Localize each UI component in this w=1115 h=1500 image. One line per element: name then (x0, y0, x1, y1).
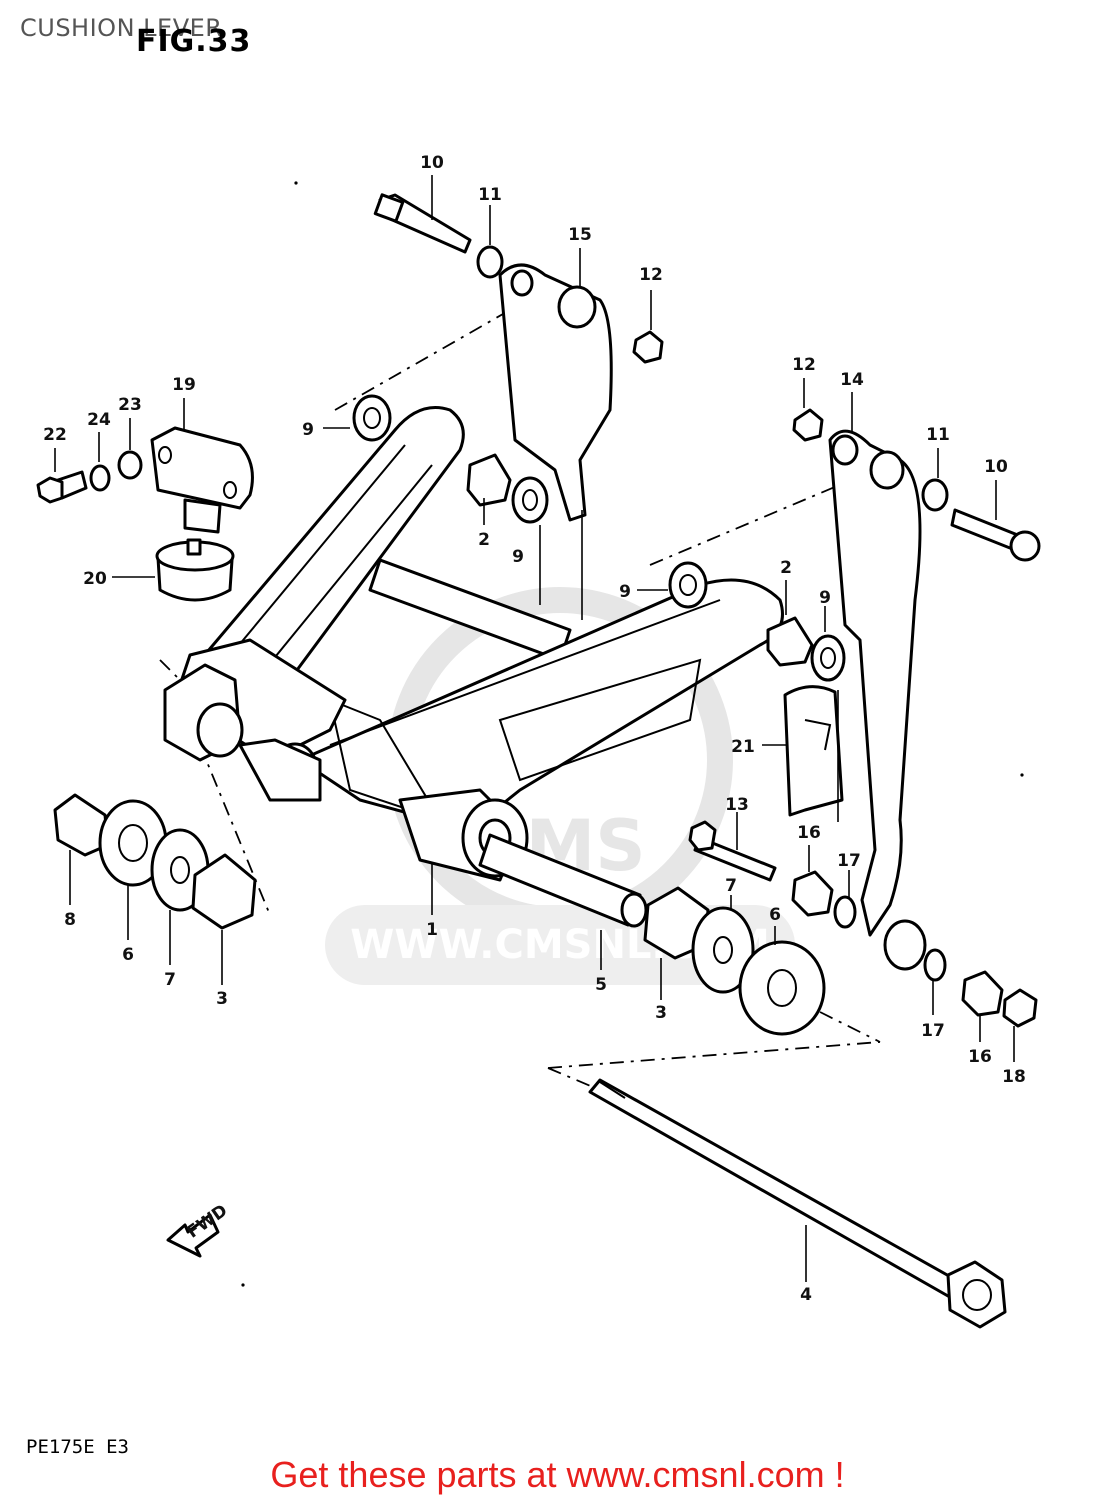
callout-22: 22 (43, 425, 67, 445)
callout-24: 24 (87, 410, 111, 430)
part-7-washer-right-hole (713, 936, 733, 964)
part-19-mount (150, 426, 254, 534)
part-9-spacer-d-hole (820, 647, 836, 669)
callout-14: 14 (840, 370, 864, 390)
callout-21: 21 (731, 737, 755, 757)
part-3-bearing-left (191, 853, 257, 930)
part-4-axle (588, 1078, 1007, 1329)
stray-dot (1020, 773, 1024, 777)
part-2-collar-a (466, 453, 512, 507)
part-6-washer-left-hole (118, 824, 148, 862)
callout-9c: 9 (619, 582, 631, 602)
part-20-rubber-mount (155, 538, 235, 602)
callout-12a: 12 (639, 265, 663, 285)
callout-17a: 17 (837, 851, 861, 871)
callout-1: 1 (426, 920, 438, 940)
part-6-washer-right-hole (767, 969, 797, 1007)
footer-cta[interactable]: Get these parts at www.cmsnl.com ! (270, 1454, 845, 1495)
callout-3a: 3 (216, 989, 228, 1009)
callout-17b: 17 (921, 1021, 945, 1041)
callout-10a: 10 (420, 153, 444, 173)
part-11-washer-top (476, 245, 504, 279)
part-9-spacer-a-hole (363, 407, 381, 429)
part-11-washer-right (921, 478, 949, 512)
callout-4: 4 (800, 1285, 812, 1305)
callout-7a: 7 (725, 876, 737, 896)
part-12-nut-top (632, 330, 664, 364)
part-17-ring-b (923, 948, 947, 982)
model-code: PE175E E3 (26, 1436, 129, 1458)
callout-16a: 16 (797, 823, 821, 843)
callout-9d: 9 (819, 588, 831, 608)
part-14-bracket (828, 429, 927, 971)
part-9-spacer-a (352, 394, 392, 442)
stray-dot (241, 1283, 245, 1287)
page-title: CUSHION LEVER (20, 14, 223, 42)
part-7-washer-left-hole (170, 856, 190, 884)
callout-19: 19 (172, 375, 196, 395)
part-21-sleeve (783, 685, 844, 817)
callout-23: 23 (118, 395, 142, 415)
callout-16b: 16 (968, 1047, 992, 1067)
part-16-collar-a (791, 870, 834, 917)
part-7-washer-right (691, 906, 755, 994)
part-12-nut-right (792, 408, 824, 442)
part-9-spacer-b (511, 476, 549, 524)
part-15-bracket (498, 263, 613, 522)
callout-6b: 6 (122, 945, 134, 965)
part-17-ring-a (833, 895, 857, 929)
stray-dot (294, 181, 298, 185)
callout-2a: 2 (478, 530, 490, 550)
callout-9b: 9 (512, 547, 524, 567)
callout-2b: 2 (780, 558, 792, 578)
part-16-collar-b (961, 970, 1004, 1017)
callout-11b: 11 (926, 425, 950, 445)
part-23-washer (117, 450, 143, 480)
part-9-spacer-c (668, 561, 708, 609)
part-9-spacer-c-hole (679, 574, 697, 596)
callout-8: 8 (64, 910, 76, 930)
callout-15: 15 (568, 225, 592, 245)
callout-5: 5 (595, 975, 607, 995)
part-24-washer (89, 464, 111, 492)
callout-10b: 10 (984, 457, 1008, 477)
fwd-direction-marker: FWD (166, 1201, 231, 1258)
callout-6a: 6 (769, 905, 781, 925)
part-10-bolt-right (950, 508, 1041, 562)
callout-20: 20 (83, 569, 107, 589)
callout-9a: 9 (302, 420, 314, 440)
part-2-collar-b (766, 616, 814, 667)
figure-label: FIG.33 (136, 24, 252, 59)
callouts: 10 11 15 12 12 14 11 10 19 23 24 22 9 2 … (43, 153, 1026, 1305)
leader-lines (54, 175, 1015, 1282)
callout-3b: 3 (655, 1003, 667, 1023)
part-13-bolt (688, 820, 777, 882)
part-6-washer-right (738, 940, 826, 1036)
part-22-bolt (36, 470, 88, 504)
part-18-nut (1002, 988, 1038, 1028)
callout-12b: 12 (792, 355, 816, 375)
callout-7b: 7 (164, 970, 176, 990)
callout-18: 18 (1002, 1067, 1026, 1087)
part-5-shaft (478, 833, 648, 928)
part-9-spacer-d (810, 634, 846, 682)
part-9-spacer-b-hole (522, 489, 538, 511)
part-10-bolt-top (373, 193, 472, 254)
callout-13: 13 (725, 795, 749, 815)
callout-11a: 11 (478, 185, 502, 205)
